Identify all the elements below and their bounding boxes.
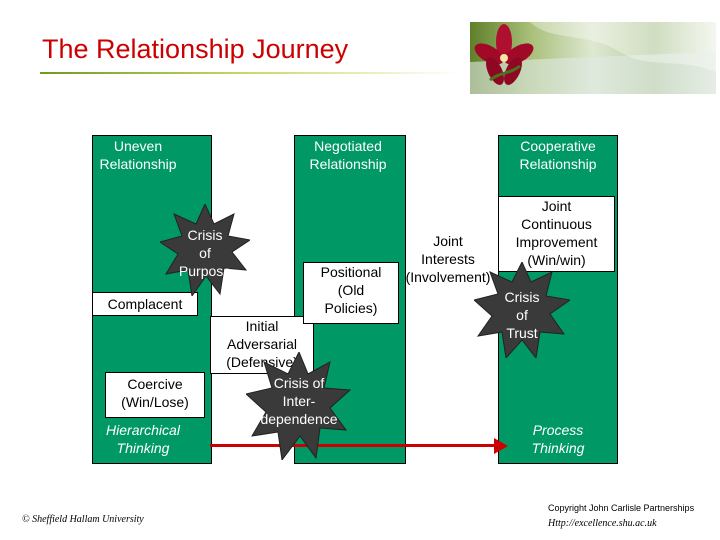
- cooperative-relationship-header: Cooperative Relationship: [519, 138, 597, 172]
- website-url: Http://excellence.shu.ac.uk: [548, 518, 657, 529]
- page-title: The Relationship Journey: [42, 34, 349, 64]
- journey-arrow-line: [210, 444, 498, 447]
- title-underline: [40, 72, 458, 74]
- university-credit: © Sheffield Hallam University: [22, 514, 144, 525]
- crisis-of-purpose-label: Crisis of Purpose: [178, 227, 232, 279]
- negotiated-relationship-header: Negotiated Relationship: [309, 138, 387, 172]
- crisis-of-purpose-burst: Crisis of Purpose: [160, 204, 250, 296]
- flower-photo: [470, 22, 716, 94]
- joint-continuous-improvement-box: Joint Continuous Improvement (Win/win): [498, 196, 615, 272]
- crisis-of-interdependence-label: Crisis of Inter- dependence: [260, 375, 338, 427]
- coercive-box: Coercive (Win/Lose): [105, 372, 205, 418]
- journey-arrow-head: [494, 438, 508, 454]
- copyright-text: Copyright John Carlisle Partnerships: [548, 503, 695, 513]
- uneven-relationship-header: Uneven Relationship: [99, 138, 177, 172]
- crisis-of-trust-burst: Crisis of Trust: [474, 262, 570, 358]
- crisis-of-interdependence-burst: Crisis of Inter- dependence: [246, 352, 352, 460]
- complacent-box: Complacent: [92, 292, 198, 316]
- positional-box: Positional (Old Policies): [303, 262, 399, 324]
- crisis-of-trust-label: Crisis of Trust: [504, 289, 540, 341]
- hierarchical-thinking-label: Hierarchical Thinking: [106, 422, 180, 456]
- process-thinking-label: Process Thinking: [531, 422, 585, 456]
- joint-interests-text: Joint Interests (Involvement): [405, 233, 491, 285]
